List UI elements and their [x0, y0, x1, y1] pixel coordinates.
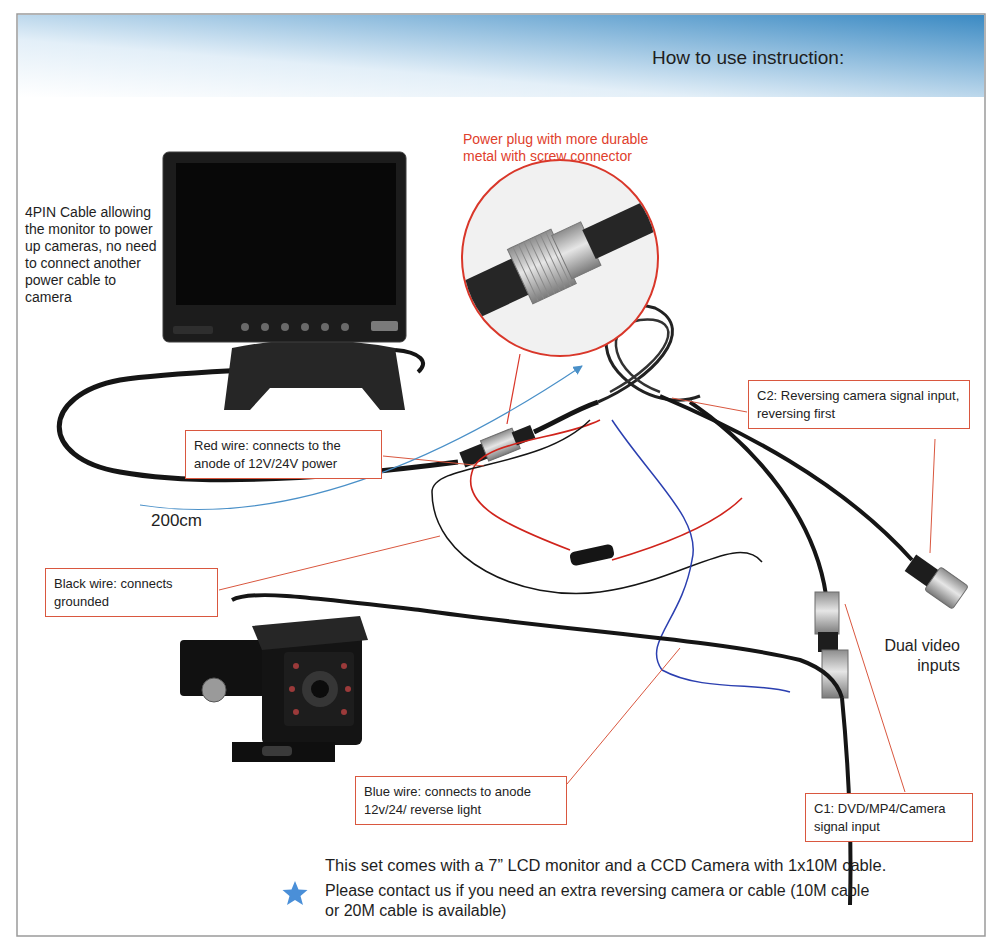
callout-text: Red wire: connects to the anode of 12V/2…: [194, 437, 373, 472]
camera-lens: [311, 680, 329, 698]
ir-led: [293, 663, 299, 669]
package-note: Please contact us if you need an extra r…: [325, 881, 877, 920]
callout-text: C2: Reversing camera signal input, rever…: [757, 387, 961, 422]
monitor-cable: [395, 350, 423, 372]
package-note: This set comes with a 7” LCD monitor and…: [325, 855, 985, 875]
callout-box: C2: Reversing camera signal input, rever…: [748, 380, 970, 429]
plug-closeup: [439, 183, 675, 335]
callout-box: Blue wire: connects to anode 12v/24/ rev…: [355, 776, 567, 825]
monitor-logo: [371, 321, 398, 331]
star-bullet: [283, 881, 308, 905]
page-frame: [17, 14, 985, 936]
header-band: [18, 15, 984, 97]
monitor-button: [261, 323, 269, 331]
leader-line: [219, 536, 440, 590]
illustration-part: [582, 196, 668, 259]
ir-led: [345, 686, 351, 692]
monitor-button: [321, 323, 329, 331]
monitor-button: [301, 323, 309, 331]
callout-text: C1: DVD/MP4/Camera signal input: [814, 800, 964, 835]
inline-fuse: [569, 544, 615, 567]
black-wire: [432, 420, 762, 593]
ir-led: [341, 663, 347, 669]
ir-led: [293, 709, 299, 715]
monitor-button: [341, 323, 349, 331]
callout-box: Black wire: connects grounded: [45, 568, 218, 617]
bracket-slot: [262, 746, 292, 756]
camera-hood: [252, 616, 368, 650]
dimension-arrow: [140, 366, 582, 510]
camera-face: [284, 652, 354, 726]
monitor-button: [281, 323, 289, 331]
callout-box: C1: DVD/MP4/Camera signal input: [805, 793, 973, 842]
monitor-stand: [224, 340, 405, 410]
harness-cable: [534, 402, 598, 432]
camera-lens: [302, 671, 338, 707]
leader-line: [383, 456, 484, 466]
callout-note: Dual video inputs: [880, 636, 960, 675]
camera-bracket: [232, 742, 335, 762]
leader-line: [672, 398, 747, 412]
leader-line: [930, 439, 935, 553]
callout-text: Blue wire: connects to anode 12v/24/ rev…: [364, 783, 558, 818]
callout-note: Power plug with more durable metal with …: [463, 131, 685, 165]
speaker-grille: [173, 326, 213, 334]
callout-text: Black wire: connects grounded: [54, 575, 209, 610]
monitor-button: [241, 323, 249, 331]
ir-led: [289, 686, 295, 692]
c2-connector: [902, 551, 968, 609]
c1-connector: [815, 592, 839, 634]
monitor-screen: [176, 163, 396, 305]
leader-line: [845, 604, 905, 792]
monitor-bezel: [163, 152, 406, 342]
dimension-label: 200cm: [148, 511, 205, 532]
c1-cable: [690, 402, 826, 595]
magnifier-circle: [462, 160, 658, 356]
camera-screw: [202, 678, 226, 702]
red-wire: [471, 420, 600, 550]
illustration-part: [925, 567, 969, 609]
leader-line: [567, 648, 680, 784]
cable-note: 4PIN Cable allowing the monitor to power…: [25, 204, 161, 306]
c1-connector: [818, 632, 838, 652]
leader-line: [507, 354, 520, 424]
page-title: How to use instruction:: [652, 47, 844, 69]
callout-box: Red wire: connects to the anode of 12V/2…: [185, 430, 382, 479]
ir-led: [341, 709, 347, 715]
